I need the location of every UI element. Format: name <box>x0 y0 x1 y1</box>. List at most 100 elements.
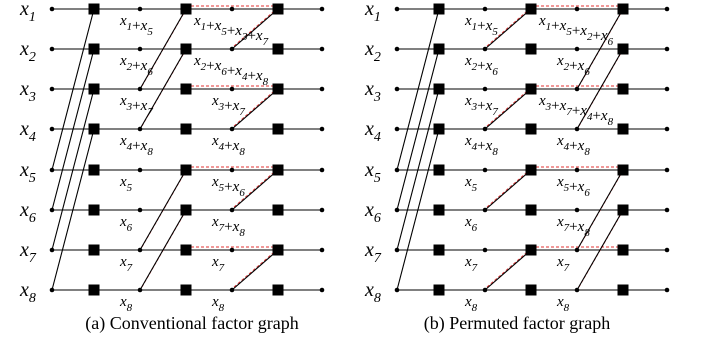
panel-permuted: x1x2x3x4x5x6x7x8x1+x5x2+x6x3+x7x4+x8x5x6… <box>364 0 670 314</box>
check-node-c2-7 <box>525 244 537 256</box>
partial-s2-8: x8 <box>211 294 225 314</box>
input-dot-2 <box>394 46 400 52</box>
check-node-c1-5 <box>88 164 100 176</box>
edge-s3-3 <box>231 169 279 211</box>
panel-conventional: x1x2x3x4x5x6x7x8x1+x5x2+x6x3+x7x4+x8x5x6… <box>19 0 325 314</box>
var-node-s2-6 <box>229 207 235 213</box>
output-dot-1 <box>664 6 670 12</box>
check-node-c1-2 <box>88 43 100 55</box>
check-node-c3-1 <box>617 3 629 15</box>
var-node-s1-5 <box>482 167 488 173</box>
output-dot-5 <box>664 167 670 173</box>
var-node-s2-8 <box>574 287 580 293</box>
trace-s2-2 <box>486 166 534 208</box>
partial-s1-5: x5 <box>464 174 478 194</box>
check-node-c2-6 <box>180 204 192 216</box>
check-node-c3-4 <box>617 123 629 135</box>
edge-s2-4 <box>484 249 532 291</box>
trace-s2-3 <box>486 246 534 288</box>
partial-s2-5: x5+x6 <box>556 174 590 199</box>
check-node-c1-5 <box>433 164 445 176</box>
check-node-c1-3 <box>88 83 100 95</box>
var-node-s1-3 <box>482 86 488 92</box>
partial-s1-1: x1+x5 <box>464 13 498 38</box>
edge-s3-2 <box>576 48 624 130</box>
check-node-c3-7 <box>272 244 284 256</box>
check-node-c3-5 <box>272 164 284 176</box>
edge-s3-1 <box>231 8 279 50</box>
output-dot-7 <box>664 247 670 253</box>
var-node-s2-2 <box>574 46 580 52</box>
partial-s2-8: x8 <box>556 294 570 314</box>
partial-s1-4: x4+x8 <box>464 133 498 158</box>
output-dot-1 <box>319 6 325 12</box>
edge-s1-2 <box>51 48 95 211</box>
edge-s1-4 <box>396 128 440 291</box>
check-node-c2-4 <box>180 123 192 135</box>
input-label-7: x7 <box>364 239 382 266</box>
edge-s2-4 <box>139 209 187 291</box>
edge-s3-2 <box>231 88 279 130</box>
var-node-s1-4 <box>137 126 143 132</box>
check-node-c2-8 <box>180 284 192 296</box>
check-node-c2-6 <box>525 204 537 216</box>
input-dot-4 <box>394 126 400 132</box>
input-label-7: x7 <box>19 239 37 266</box>
input-label-3: x3 <box>19 78 36 105</box>
partial-s1-5: x5 <box>119 174 133 194</box>
check-node-c1-4 <box>433 123 445 135</box>
var-node-s2-7 <box>229 247 235 253</box>
var-node-s2-3 <box>574 86 580 92</box>
check-node-c1-1 <box>88 3 100 15</box>
partial-s1-8: x8 <box>119 294 133 314</box>
input-label-8: x8 <box>19 279 36 306</box>
partial-s2-3: x3+x7 <box>211 93 245 118</box>
edge-s2-3 <box>484 169 532 211</box>
check-node-c3-3 <box>272 83 284 95</box>
var-node-s1-7 <box>137 247 143 253</box>
check-node-c3-8 <box>272 284 284 296</box>
input-dot-1 <box>394 6 400 12</box>
output-dot-6 <box>664 207 670 213</box>
var-node-s1-7 <box>482 247 488 253</box>
input-dot-1 <box>49 6 55 12</box>
check-node-c1-3 <box>433 83 445 95</box>
check-node-c1-6 <box>433 204 445 216</box>
partial-s2-7: x7 <box>211 254 225 274</box>
var-node-s2-1 <box>574 6 580 12</box>
check-node-c1-1 <box>433 3 445 15</box>
output-dot-7 <box>319 247 325 253</box>
var-node-s1-2 <box>482 46 488 52</box>
check-node-c2-5 <box>525 164 537 176</box>
output-dot-2 <box>319 46 325 52</box>
var-node-s1-8 <box>482 287 488 293</box>
input-label-6: x6 <box>364 199 381 226</box>
partial-s2-2: x2+x6+x4+x8 <box>193 53 269 88</box>
edge-s1-3 <box>51 88 95 251</box>
input-dot-3 <box>394 86 400 92</box>
check-node-c3-2 <box>272 43 284 55</box>
check-node-c1-4 <box>88 123 100 135</box>
input-label-8: x8 <box>364 279 381 306</box>
input-dot-7 <box>49 247 55 253</box>
check-node-c3-6 <box>617 204 629 216</box>
check-node-c1-8 <box>433 284 445 296</box>
check-node-c1-2 <box>433 43 445 55</box>
partial-s1-7: x7 <box>464 254 478 274</box>
check-node-c1-7 <box>433 244 445 256</box>
var-node-s1-2 <box>137 46 143 52</box>
check-node-c3-7 <box>617 244 629 256</box>
partial-s2-3: x3+x7+x4+x8 <box>538 93 614 128</box>
var-node-s2-6 <box>574 207 580 213</box>
check-node-c2-1 <box>525 3 537 15</box>
var-node-s1-5 <box>137 167 143 173</box>
check-node-c2-1 <box>180 3 192 15</box>
output-dot-8 <box>664 287 670 293</box>
input-dot-6 <box>394 207 400 213</box>
var-node-s1-4 <box>482 126 488 132</box>
check-node-c2-8 <box>525 284 537 296</box>
edge-s2-1 <box>139 8 187 90</box>
trace-s3-1 <box>233 85 281 127</box>
check-node-c3-5 <box>617 164 629 176</box>
partial-s1-6: x6 <box>119 214 133 234</box>
